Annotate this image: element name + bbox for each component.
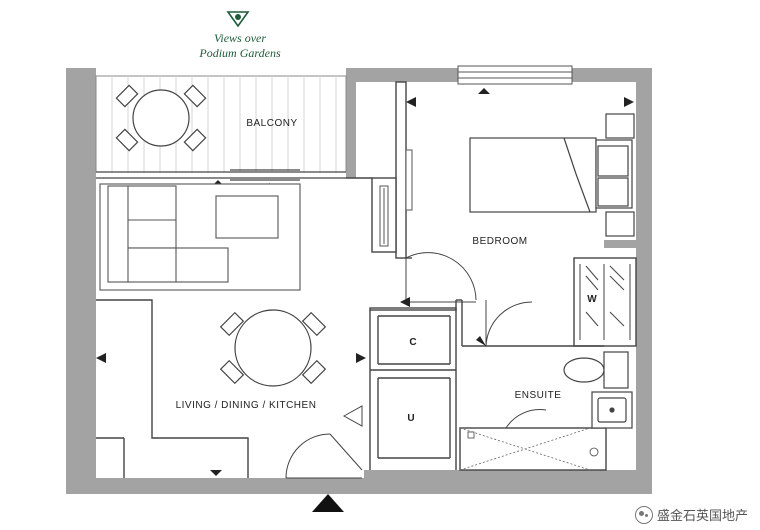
room-label-cupboard-u: U: [407, 413, 414, 424]
wechat-icon: [634, 505, 653, 524]
room-label-wardrobe: W: [587, 294, 597, 305]
arrow-left-icon: [96, 353, 106, 363]
watermark-text: 盛金石英国地产: [656, 509, 748, 524]
bedroom-window: [457, 65, 573, 85]
balcony: BALCONY: [95, 75, 347, 173]
bed-icon: [469, 113, 635, 237]
view-label-line1: Views over: [214, 31, 266, 45]
room-label-bedroom: BEDROOM: [472, 236, 527, 247]
arrow-left-icon: [400, 297, 410, 307]
arrow-right-icon: [356, 353, 366, 363]
entrance-door: [285, 433, 363, 479]
room-label-balcony: BALCONY: [246, 118, 297, 129]
watermark: 盛金石英国地产: [634, 505, 748, 524]
wardrobe-icon: [579, 264, 631, 340]
arrow-left-icon: [406, 97, 416, 107]
toilet-icon: [563, 351, 629, 389]
exterior-walls: [66, 68, 652, 494]
coffee-table-icon: [215, 195, 279, 239]
arrow-down-icon: [210, 470, 222, 476]
view-marker-icon: [226, 11, 250, 28]
arrow-right-icon: [624, 97, 634, 107]
arrow-down-icon: [476, 336, 486, 346]
bedroom-door: [405, 252, 477, 303]
view-label-line2: Podium Gardens: [198, 46, 281, 60]
room-label-cupboard-c: C: [409, 337, 416, 348]
dining-table-icon: [219, 309, 327, 387]
folding-door: [342, 405, 363, 427]
basin-icon: [591, 391, 633, 429]
arrow-up-icon: [478, 88, 490, 94]
entrance-arrow-icon: [312, 494, 344, 512]
balcony-table-icon: [115, 84, 207, 152]
room-label-ensuite: ENSUITE: [515, 390, 562, 401]
room-label-living: LIVING / DINING / KITCHEN: [176, 400, 317, 411]
shower-icon: [459, 427, 599, 471]
ensuite-door: [485, 300, 533, 347]
balcony-door: [96, 169, 346, 181]
bedroom-side-window: [405, 149, 413, 211]
